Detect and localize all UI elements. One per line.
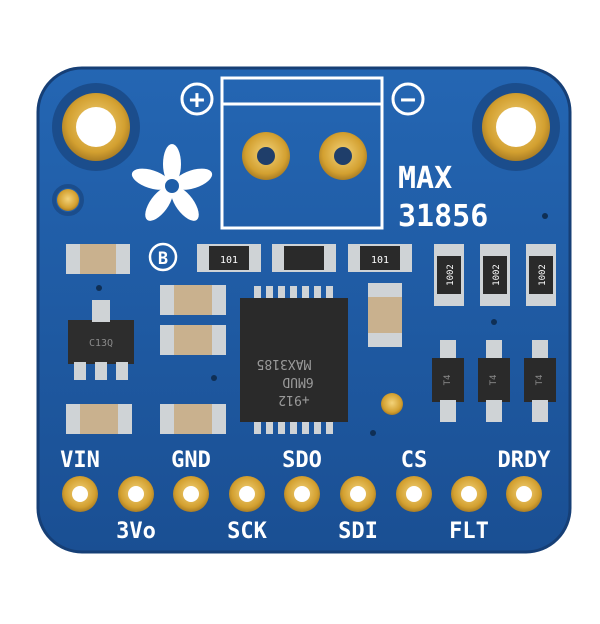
svg-text:1002: 1002: [538, 264, 548, 286]
plus-symbol: +: [180, 82, 214, 116]
capacitor-c5: [66, 404, 132, 434]
pcb-edge: [36, 66, 572, 554]
revision-marker: B: [148, 242, 178, 272]
diode-d2: T4: [478, 340, 510, 422]
resistor-r4: 1002: [434, 244, 464, 306]
pin-label-sdo: SDO: [282, 448, 322, 473]
header-pin: [229, 476, 265, 512]
svg-text:+912: +912: [278, 392, 309, 407]
header-pin: [62, 476, 98, 512]
mounting-hole-right: [472, 83, 560, 171]
terminal-pad-plus: [242, 132, 290, 180]
capacitor-c6: [368, 283, 402, 347]
via-center: [381, 393, 403, 415]
mounting-hole-left: [52, 83, 140, 171]
pin-labels-top: VIN GND SDO CS DRDY: [60, 448, 551, 473]
pin-label-sck: SCK: [227, 519, 267, 544]
svg-text:C13Q: C13Q: [89, 338, 113, 349]
via-left: [57, 189, 79, 211]
max31856-ic: MAX3185 6MUD +912: [240, 286, 348, 434]
capacitor-c1: [66, 244, 130, 274]
pin-label-flt: FLT: [449, 519, 489, 544]
chip-name-line2: 31856: [398, 199, 488, 234]
chip-name-line1: MAX: [398, 161, 452, 196]
svg-text:1002: 1002: [446, 264, 456, 286]
small-vias: [96, 213, 548, 436]
header-pin: [451, 476, 487, 512]
header-pin: [284, 476, 320, 512]
voltage-regulator: C13Q: [68, 300, 134, 380]
header-pin: [396, 476, 432, 512]
terminal-pad-minus: [319, 132, 367, 180]
svg-text:6MUD: 6MUD: [282, 374, 313, 389]
pin-label-gnd: GND: [171, 448, 211, 473]
diode-d1: T4: [432, 340, 464, 422]
svg-text:+: +: [189, 85, 205, 115]
capacitor-c4: [160, 404, 226, 434]
minus-symbol: −: [391, 82, 425, 116]
header-pin: [506, 476, 542, 512]
svg-text:T4: T4: [489, 375, 499, 386]
resistor-r1: 101: [197, 244, 261, 272]
flower-logo-icon: [131, 144, 213, 221]
svg-text:T4: T4: [535, 375, 545, 386]
pin-label-3vo: 3Vo: [116, 519, 156, 544]
svg-text:1002: 1002: [492, 264, 502, 286]
pin-labels-bottom: 3Vo SCK SDI FLT: [116, 519, 489, 544]
diode-d3: T4: [524, 340, 556, 422]
svg-text:101: 101: [371, 255, 389, 266]
header-pin: [173, 476, 209, 512]
svg-text:MAX3185: MAX3185: [257, 356, 312, 371]
pin-label-sdi: SDI: [338, 519, 378, 544]
resistor-r2: [272, 244, 336, 272]
header-pins: [62, 476, 542, 512]
resistor-r3: 101: [348, 244, 412, 272]
svg-text:101: 101: [220, 255, 238, 266]
pin-label-vin: VIN: [60, 448, 100, 473]
svg-text:B: B: [158, 249, 168, 269]
svg-text:−: −: [400, 85, 416, 115]
svg-text:T4: T4: [443, 375, 453, 386]
terminal-block-outline: [220, 76, 384, 230]
pin-label-drdy: DRDY: [498, 448, 552, 473]
header-pin: [118, 476, 154, 512]
resistor-r5: 1002: [480, 244, 510, 306]
pin-label-cs: CS: [401, 448, 428, 473]
capacitor-c3: [160, 325, 226, 355]
resistor-r6: 1002: [526, 244, 556, 306]
header-pin: [340, 476, 376, 512]
capacitor-c2: [160, 285, 226, 315]
